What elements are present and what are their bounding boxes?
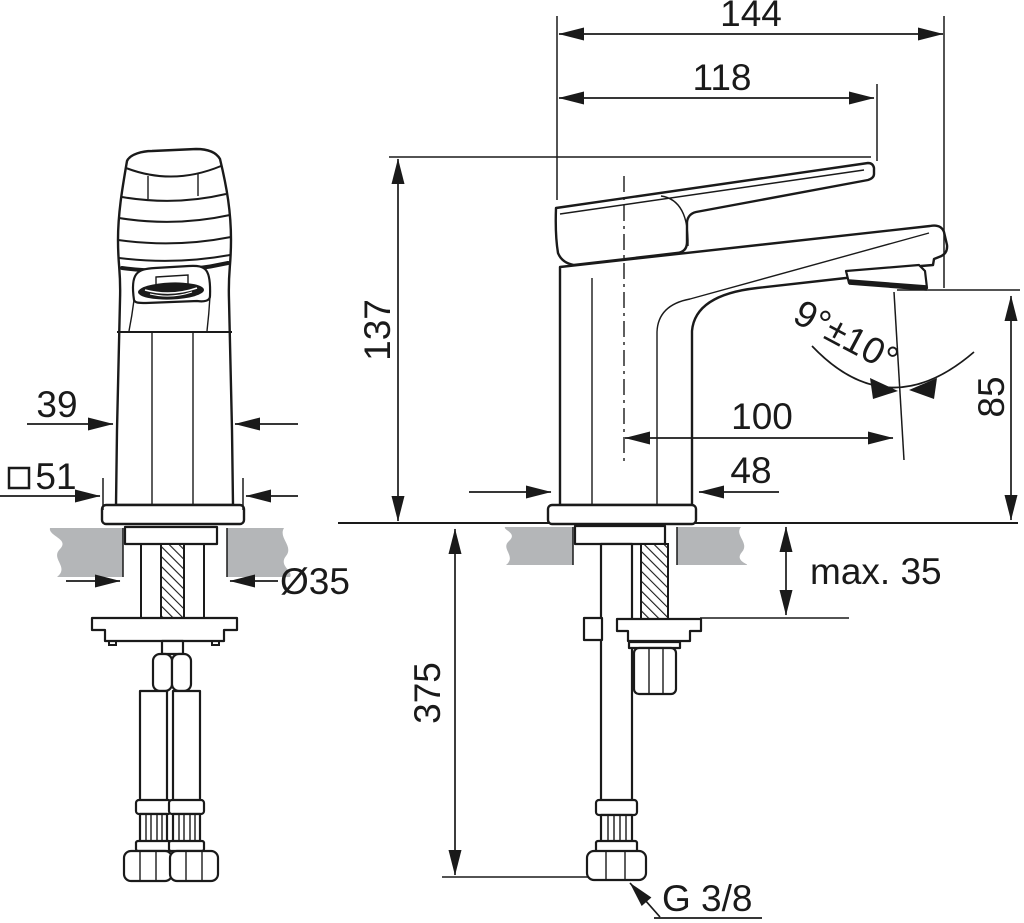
- spout-face-edge: [656, 232, 930, 333]
- rod-stub: [160, 639, 185, 656]
- front-view-dimensions: 39 51 Ø35: [0, 384, 350, 602]
- dim-hole-diameter: Ø35: [280, 561, 350, 602]
- handle-lever: [554, 161, 876, 267]
- mounting-washer-side: [615, 617, 703, 643]
- supply-hose-right: [171, 689, 202, 803]
- washer-foot-left: [108, 640, 117, 646]
- countertop-left-slab-side: [504, 527, 573, 565]
- waist-line-left: [128, 299, 135, 332]
- base-plate-side: [546, 503, 698, 526]
- aerator-front: [138, 282, 204, 300]
- countertop-left-slab: [49, 528, 123, 577]
- dim-handle-depth: 118: [693, 57, 752, 98]
- dim-handle-width: 39: [36, 384, 77, 425]
- hose-fitting-right: [167, 798, 220, 883]
- base-plate-front: [100, 503, 246, 526]
- dim-overall-depth: 144: [720, 0, 782, 34]
- dim-spray-angle: 9°±10°: [787, 292, 905, 381]
- mounting-nut: [151, 652, 193, 693]
- front-view: [49, 147, 291, 883]
- square-section-symbol: [7, 466, 31, 490]
- shank: [123, 525, 219, 546]
- threaded-rod-side: [640, 543, 669, 620]
- countertop-right-slab: [227, 528, 291, 577]
- washer-foot-right: [211, 640, 220, 646]
- thread-leader-line: [629, 882, 661, 918]
- dim-height-above-deck: 137: [357, 299, 398, 361]
- hose-fitting-side: [585, 798, 648, 882]
- lever-top-inner-line: [559, 169, 865, 215]
- aerator-side: [844, 263, 929, 291]
- dim-base-depth: 48: [730, 450, 771, 491]
- handle-ring-arc: [125, 165, 222, 178]
- washer-clip: [582, 616, 604, 642]
- angle-arc-arrow-right: [909, 378, 937, 399]
- threaded-rod: [160, 543, 185, 619]
- dim-connection-thread: G 3/8: [662, 878, 753, 919]
- waist-line-right: [206, 295, 211, 332]
- mounting-nut-side: [627, 640, 682, 696]
- dim-spout-height: 85: [971, 376, 1012, 417]
- angle-arc: [811, 345, 975, 389]
- dim-base-square: 51: [35, 456, 76, 497]
- angle-arc-arrow-left: [870, 378, 898, 399]
- faucet-front-body: [114, 147, 235, 507]
- dim-hose-length: 375: [407, 662, 448, 724]
- side-view: [338, 161, 1018, 882]
- dim-deck-thickness: max. 35: [810, 551, 942, 592]
- dim-spout-projection: 100: [731, 396, 793, 437]
- lever-corner-curve: [660, 195, 689, 247]
- supply-hose-side: [599, 542, 634, 803]
- shank-side: [573, 524, 667, 546]
- mounting-washer: [90, 616, 239, 643]
- spray-direction-line: [893, 291, 905, 461]
- countertop-right-slab-side: [677, 527, 748, 565]
- hose-fitting-left: [122, 798, 174, 883]
- supply-hose-left: [138, 689, 169, 803]
